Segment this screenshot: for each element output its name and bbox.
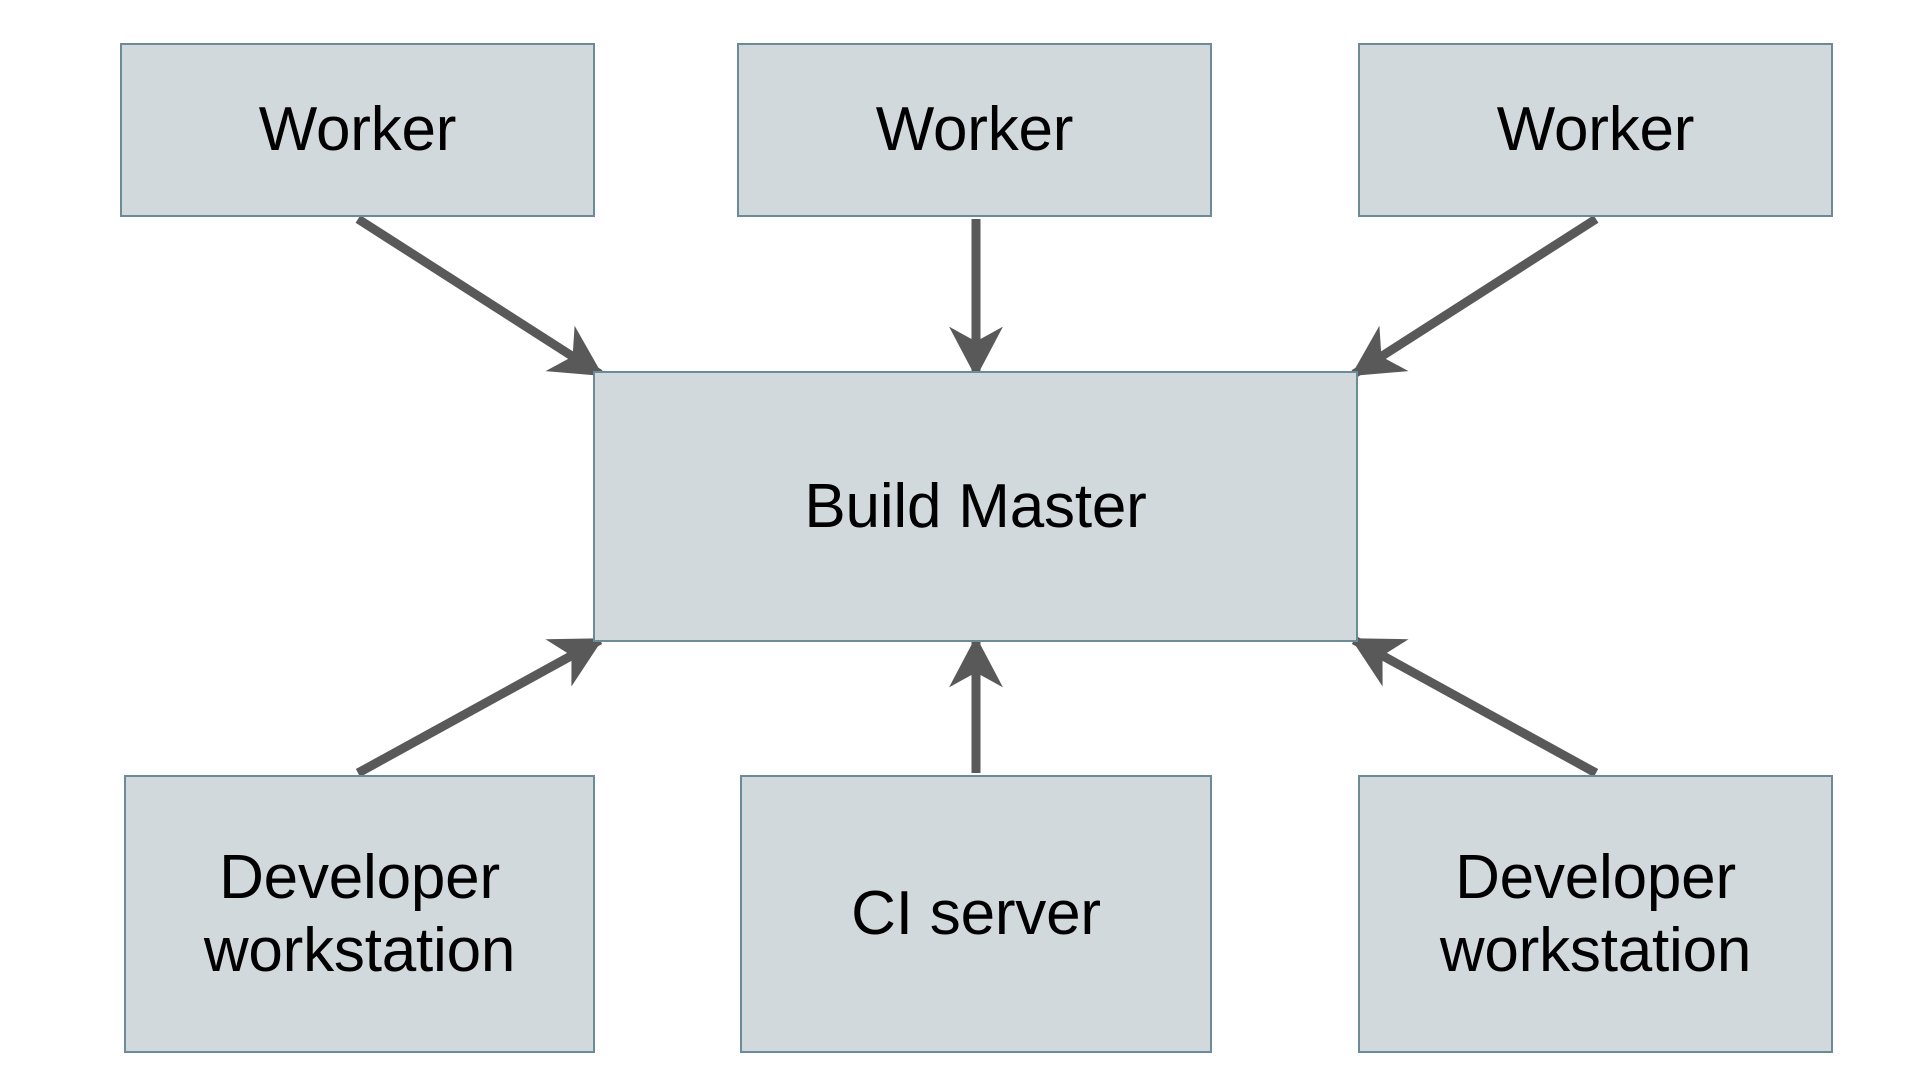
edge-worker1-to-master: [355, 215, 604, 378]
edge-devleft-to-master: [355, 636, 604, 777]
node-worker-1[interactable]: Worker: [120, 43, 595, 217]
node-ci-server-label: CI server: [851, 879, 1101, 949]
node-build-master[interactable]: Build Master: [593, 371, 1358, 642]
node-developer-workstation-right[interactable]: Developer workstation: [1358, 775, 1833, 1053]
node-ci-server[interactable]: CI server: [740, 775, 1212, 1053]
edge-devright-to-master: [1350, 636, 1599, 777]
node-worker-2-label: Worker: [875, 95, 1074, 165]
node-worker-3[interactable]: Worker: [1358, 43, 1833, 217]
edge-worker3-to-master: [1350, 215, 1599, 378]
node-build-master-label: Build Master: [804, 471, 1147, 541]
node-worker-2[interactable]: Worker: [737, 43, 1212, 217]
node-worker-1-label: Worker: [258, 95, 457, 165]
node-worker-3-label: Worker: [1496, 95, 1695, 165]
node-developer-workstation-right-label: Developer workstation: [1439, 842, 1752, 985]
node-developer-workstation-left-label: Developer workstation: [203, 842, 516, 985]
node-developer-workstation-left[interactable]: Developer workstation: [124, 775, 595, 1053]
